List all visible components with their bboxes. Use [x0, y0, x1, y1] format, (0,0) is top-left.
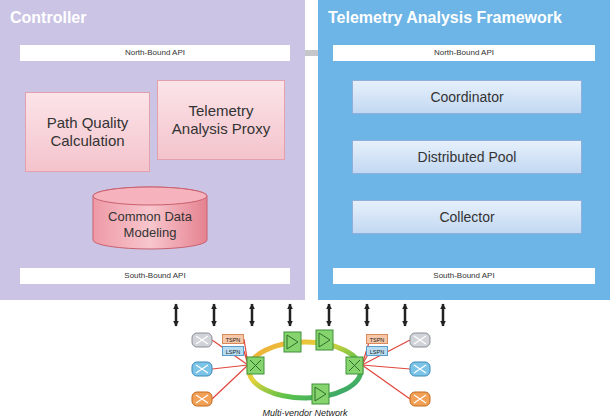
process-box: Coordinator: [352, 80, 582, 114]
box-label: South-Bound API: [124, 272, 185, 280]
interface-arrows: [176, 304, 443, 326]
device-label: TSPN: [222, 334, 244, 344]
panel-title: Controller: [10, 8, 86, 27]
device-label: LSPN: [366, 346, 388, 356]
device-label: TSPN: [366, 334, 388, 344]
box-label: North-Bound API: [434, 49, 494, 57]
box-label: Collector: [439, 209, 494, 226]
process-box: Path Quality Calculation: [25, 92, 150, 172]
box-label: Common Data Modeling: [102, 209, 198, 240]
access-links: [212, 339, 410, 399]
api-bar: South-Bound API: [20, 268, 290, 284]
box-label: Path Quality Calculation: [32, 114, 143, 150]
router-marks: [196, 336, 426, 403]
optical-ring: [249, 342, 361, 398]
framework-panel: Telemetry Analysis FrameworkNorth-Bound …: [318, 0, 610, 300]
router-symbols: [192, 333, 430, 406]
api-bar: South-Bound API: [333, 268, 595, 284]
api-bar: North-Bound API: [333, 45, 595, 61]
box-label: Telemetry Analysis Proxy: [164, 102, 278, 138]
controller-panel: ControllerNorth-Bound API Path Quality Ca…: [0, 0, 305, 300]
api-bar: North-Bound API: [20, 45, 290, 61]
box-label: Coordinator: [430, 89, 503, 106]
box-label: North-Bound API: [125, 49, 185, 57]
database-cylinder: Common Data Modeling: [92, 186, 208, 250]
box-label: South-Bound API: [433, 272, 494, 280]
process-box: Collector: [352, 200, 582, 234]
device-label: LSPN: [222, 346, 244, 356]
network-caption: Multi-vendor Network: [245, 407, 365, 419]
optical-node-marks: [250, 333, 360, 401]
process-box: Telemetry Analysis Proxy: [157, 80, 285, 160]
process-box: Distributed Pool: [352, 140, 582, 174]
panel-title: Telemetry Analysis Framework: [328, 8, 562, 27]
box-label: Distributed Pool: [418, 149, 517, 166]
optical-nodes: [247, 330, 363, 404]
